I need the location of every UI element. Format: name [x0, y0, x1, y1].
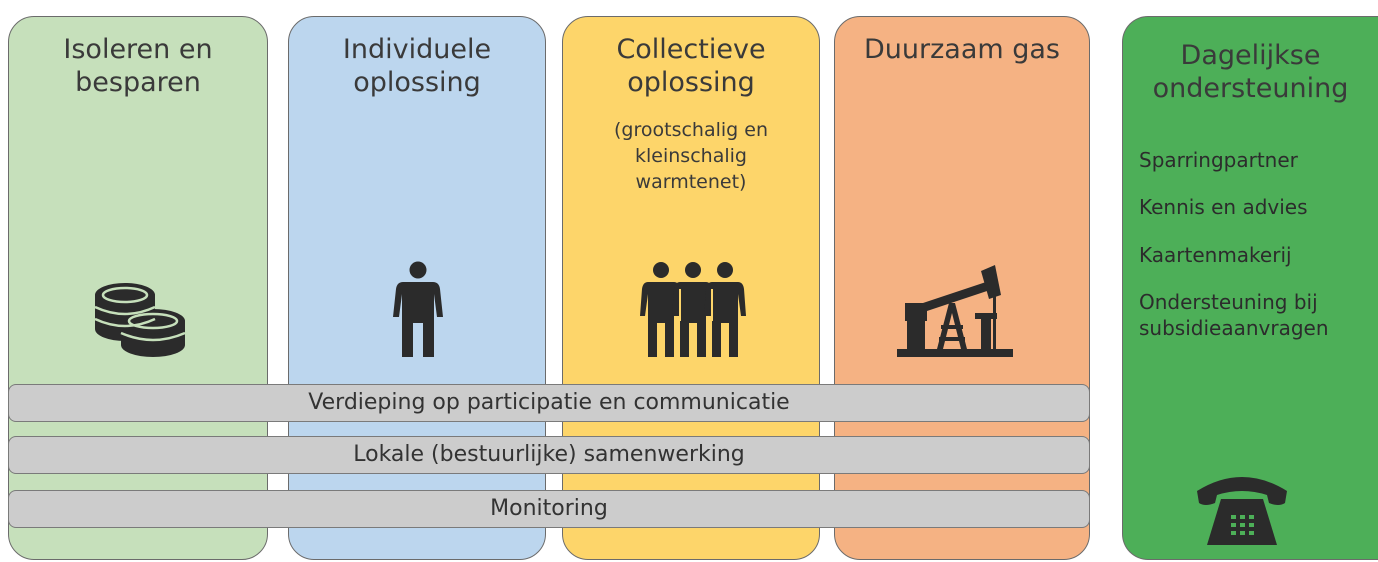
telephone-icon [1197, 477, 1287, 545]
bar-participatie-communicatie: Verdieping op participatie en communicat… [8, 384, 1090, 422]
support-title: Dagelijkse ondersteuning [1152, 40, 1349, 104]
coins-icon [94, 283, 186, 357]
bar-lokale-samenwerking: Lokale (bestuurlijke) samenwerking [8, 436, 1090, 474]
person-icon [393, 261, 443, 357]
support-item-kaartenmakerij: Kaartenmakerij [1139, 243, 1292, 267]
support-item-kennis-advies: Kennis en advies [1139, 195, 1308, 219]
column-individuele-oplossing: Individuele oplossing [288, 16, 546, 560]
pumpjack-icon [897, 265, 1013, 357]
group-icon [640, 262, 746, 357]
support-item-subsidie: Ondersteuning bij subsidieaanvragen [1139, 290, 1329, 340]
column-dagelijkse-ondersteuning: Dagelijkse ondersteuning Sparringpartner… [1122, 16, 1378, 560]
support-item-sparringpartner: Sparringpartner [1139, 148, 1298, 172]
column-title: Collectieve oplossing [616, 34, 766, 98]
column-duurzaam-gas: Duurzaam gas [834, 16, 1090, 560]
bar-monitoring: Monitoring [8, 490, 1090, 528]
column-isoleren-besparen: Isoleren en besparen [8, 16, 268, 560]
column-title: Isoleren en besparen [63, 34, 213, 98]
column-collectieve-oplossing: Collectieve oplossing (grootschalig en k… [562, 16, 820, 560]
column-title: Duurzaam gas [863, 34, 1060, 65]
column-subtitle: (grootschalig en kleinschalig warmtenet) [614, 119, 768, 193]
column-title: Individuele oplossing [342, 34, 492, 98]
